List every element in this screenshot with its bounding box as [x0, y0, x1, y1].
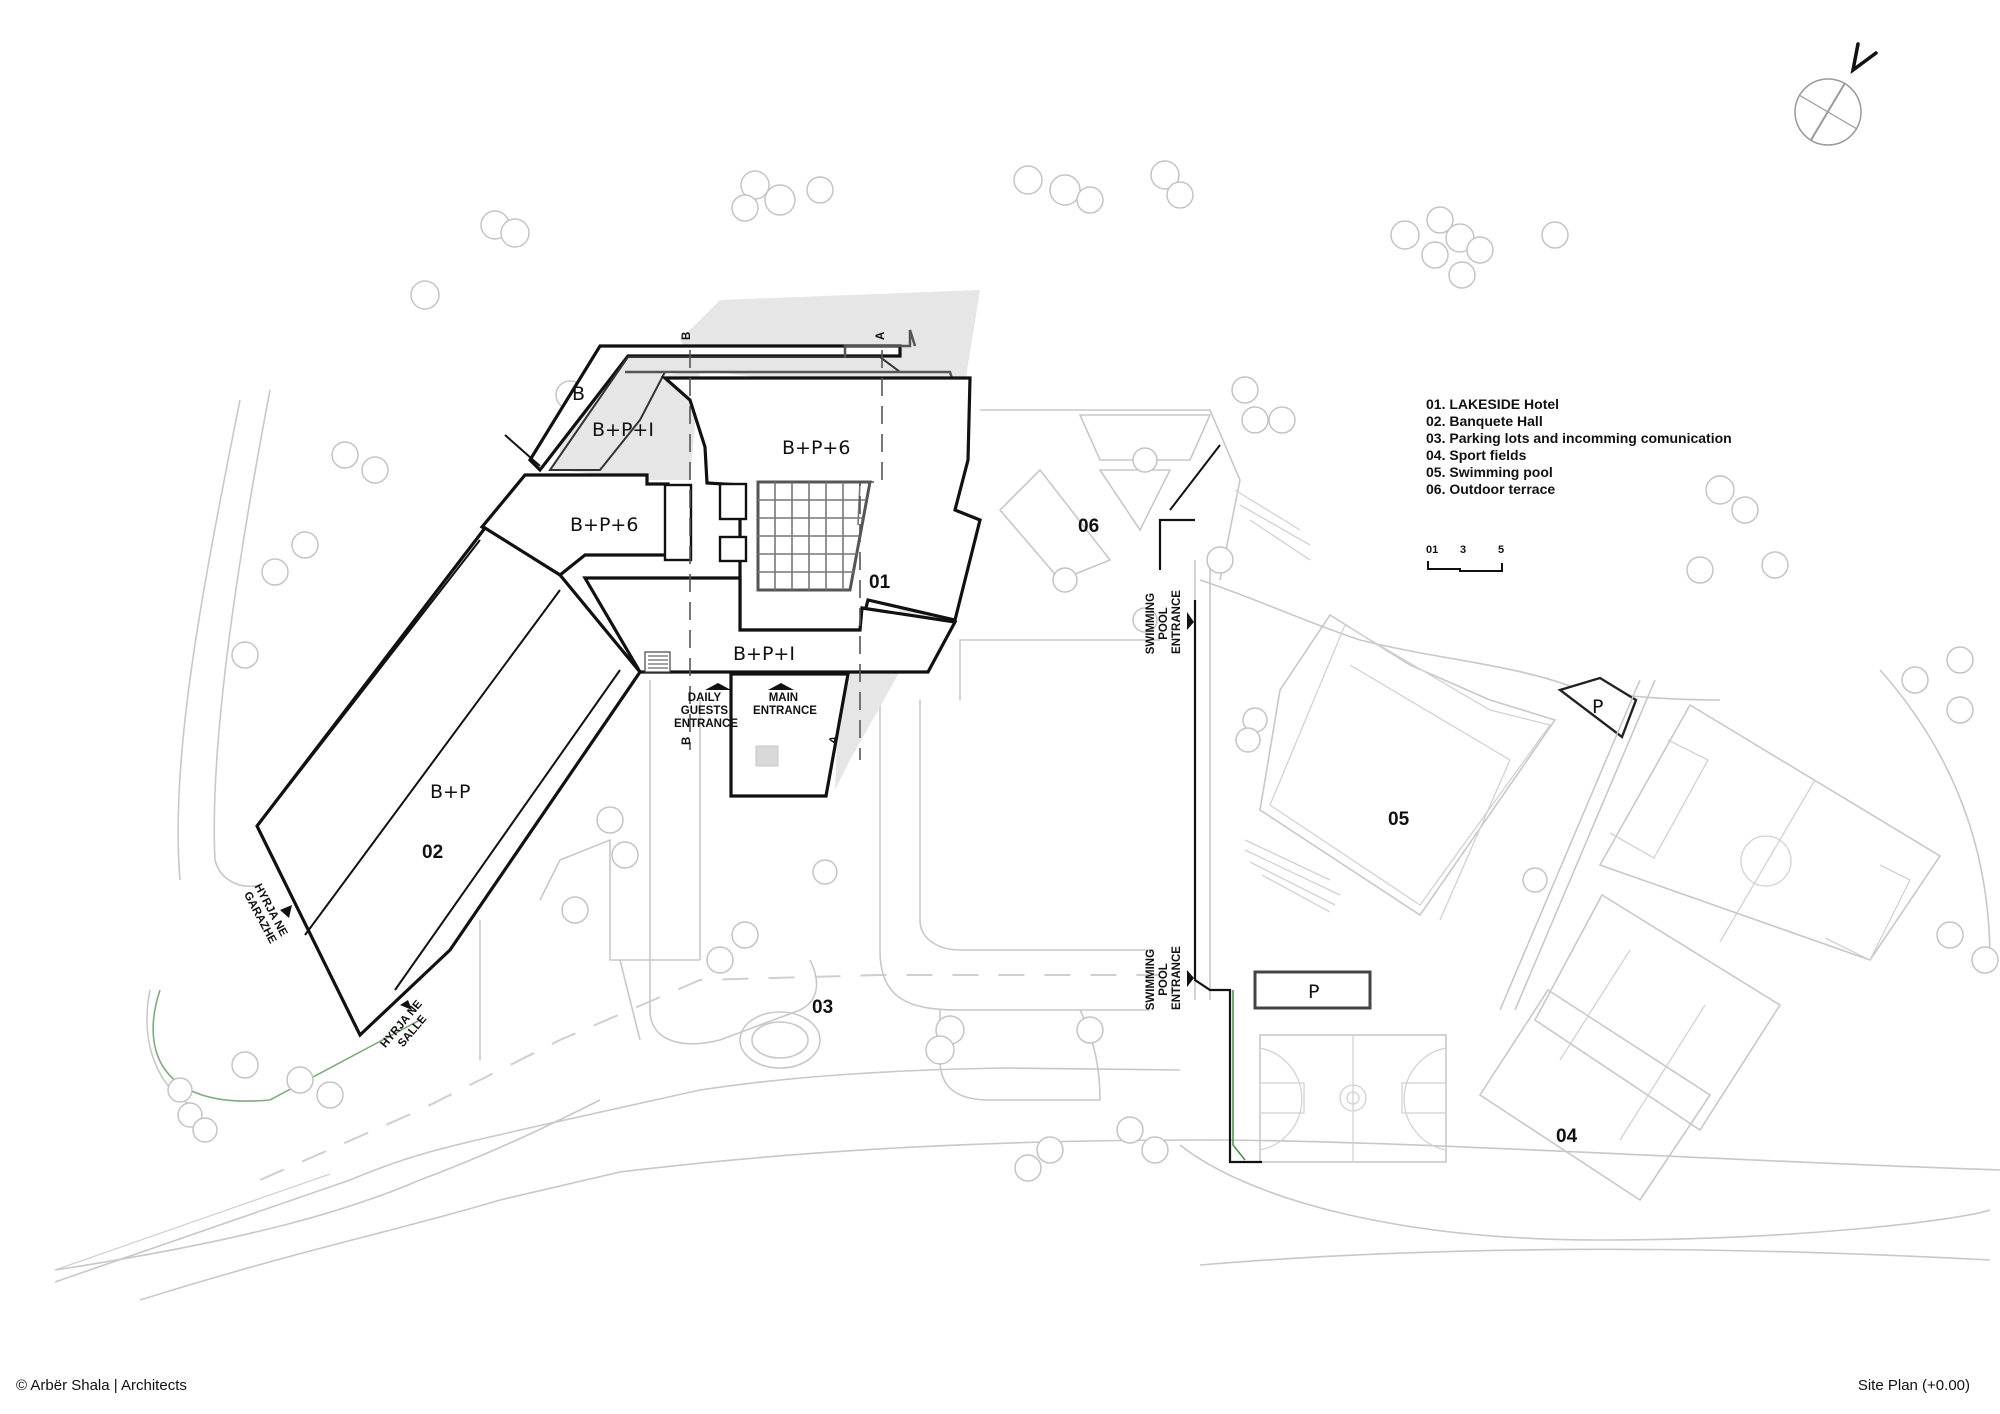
label-bp6-main: B+P+6	[782, 437, 850, 459]
legend-item: 03. Parking lots and incomming comunicat…	[1426, 430, 1732, 446]
entrance-arrow-icon	[400, 1000, 412, 1010]
section-b-top: B	[681, 332, 693, 340]
context-linework	[54, 389, 2000, 1301]
trees	[167, 160, 1999, 1182]
sheet-title: Site Plan (+0.00)	[1857, 1377, 1970, 1394]
legend-item: 01. LAKESIDE Hotel	[1426, 396, 1560, 412]
label-parking-p1: P	[1592, 696, 1603, 718]
label-bp1-top: B+P+I	[592, 419, 654, 441]
scale-tick-label: 01	[1426, 544, 1439, 556]
legend-item: 06. Outdoor terrace	[1426, 481, 1556, 497]
label-b: B	[572, 383, 585, 405]
scale-bar-graphic	[1427, 561, 1503, 572]
entrance-arrow-icon	[280, 905, 292, 918]
entrance-arrow-icon	[1187, 970, 1194, 987]
zone-06: 06	[1078, 516, 1099, 537]
legend: 01. LAKESIDE Hotel 02. Banquete Hall 03.…	[1426, 396, 1732, 498]
hotel-building-01	[479, 329, 982, 798]
section-markers: B A B A	[681, 332, 887, 746]
legend-item: 04. Sport fields	[1426, 447, 1527, 463]
entrance-arrow-icon	[768, 683, 794, 690]
scale-bar: 01 3 5	[1426, 544, 1506, 584]
label-bp6-wing: B+P+6	[570, 514, 638, 536]
building-labels: B B+P+I B+P+6 B+P+6 B+P+I B+P P P	[430, 383, 1603, 1003]
compass-north-icon	[1794, 42, 1878, 146]
zone-02: 02	[422, 842, 443, 863]
legend-item: 05. Swimming pool	[1426, 464, 1553, 480]
label-parking-p2: P	[1308, 981, 1319, 1003]
pool-entrance-1-label: SWIMMING POOL ENTRANCE	[1145, 590, 1183, 655]
main-entrance-label: MAIN ENTRANCE	[753, 692, 817, 717]
zone-01: 01	[869, 572, 891, 593]
label-bp-hall: B+P	[430, 781, 470, 803]
pool-entrance-2-label: SWIMMING POOL ENTRANCE	[1145, 946, 1183, 1011]
banquet-hall-building-02	[255, 525, 642, 1038]
section-a-bottom: A	[827, 735, 841, 746]
garage-entrance-label: HYRJA NE GARAZHE	[240, 882, 291, 948]
footer-credit: © Arbër Shala | Architects	[16, 1377, 187, 1394]
section-b-bottom: B	[681, 737, 693, 745]
zone-05: 05	[1388, 809, 1410, 830]
scale-tick-label: 5	[1498, 544, 1505, 556]
zone-numbers: 01 02 03 04 05 06	[422, 516, 1578, 1147]
zone-04: 04	[1556, 1126, 1578, 1147]
legend-item: 02. Banquete Hall	[1426, 413, 1543, 429]
section-a-top: A	[875, 332, 887, 340]
entrance-arrow-icon	[705, 683, 731, 690]
atrium-skylight	[756, 480, 872, 592]
daily-guests-entrance-label: DAILY GUESTS ENTRANCE	[674, 692, 738, 730]
zone-03: 03	[812, 997, 833, 1018]
entrance-arrow-icon	[1187, 612, 1194, 630]
label-bp1-bottom: B+P+I	[733, 643, 795, 665]
scale-tick-label: 3	[1460, 544, 1467, 556]
